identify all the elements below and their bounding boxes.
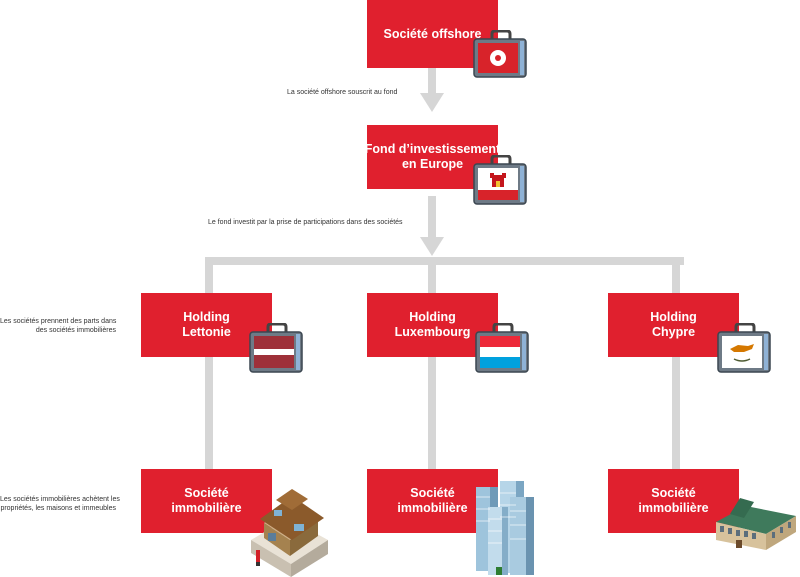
real-estate-company-label: Société (184, 486, 229, 500)
real-estate-company-label-2: immobilière (171, 501, 242, 515)
luxembourg-flag-briefcase-icon (475, 323, 529, 373)
holding-latvia-label: Holding (183, 310, 230, 324)
real-estate-company-label-2: immobilière (638, 501, 709, 515)
gibraltar-flag-briefcase-icon (473, 155, 527, 205)
real-estate-company-label: Société (651, 486, 696, 500)
holding-cyprus-box: Holding Chypre (608, 293, 739, 357)
note-real-estate-line-2: propriétés, les maisons et immeubles (0, 505, 116, 512)
note-invest: Le fond investit par la prise de partici… (208, 219, 403, 226)
note-holdings: Les sociétés prennent des parts dans des… (0, 317, 116, 335)
note-real-estate: Les sociétés immobilières achètent les p… (0, 495, 120, 513)
house-icon (251, 489, 328, 577)
real-estate-company-label: Société (410, 486, 455, 500)
note-holdings-line-2: des sociétés immobilières (35, 327, 116, 334)
manor-icon (716, 498, 796, 550)
cyprus-flag-briefcase-icon (717, 323, 771, 373)
holding-cyprus-label-2: Chypre (651, 325, 696, 339)
latvia-flag-briefcase-icon (249, 323, 303, 373)
skyscrapers-icon (476, 481, 534, 575)
hong-kong-flag-briefcase-icon (473, 30, 527, 78)
investment-fund-label: Fond d’investissement (364, 142, 501, 156)
holding-latvia-label-2: Lettonie (182, 325, 231, 339)
holding-luxembourg-label: Holding (409, 310, 456, 324)
holding-luxembourg-label-2: Luxembourg (394, 325, 471, 339)
investment-fund-label-2: en Europe (401, 157, 464, 171)
real-estate-company-box-1: Société immobilière (141, 469, 272, 533)
real-estate-company-label-2: immobilière (397, 501, 468, 515)
note-subscribe: La société offshore souscrit au fond (287, 89, 398, 96)
holding-cyprus-label: Holding (650, 310, 697, 324)
note-holdings-line-1: Les sociétés prennent des parts dans (0, 318, 117, 325)
offshore-company-label: Société offshore (383, 26, 482, 41)
note-real-estate-line-1: Les sociétés immobilières achètent les (0, 496, 120, 503)
